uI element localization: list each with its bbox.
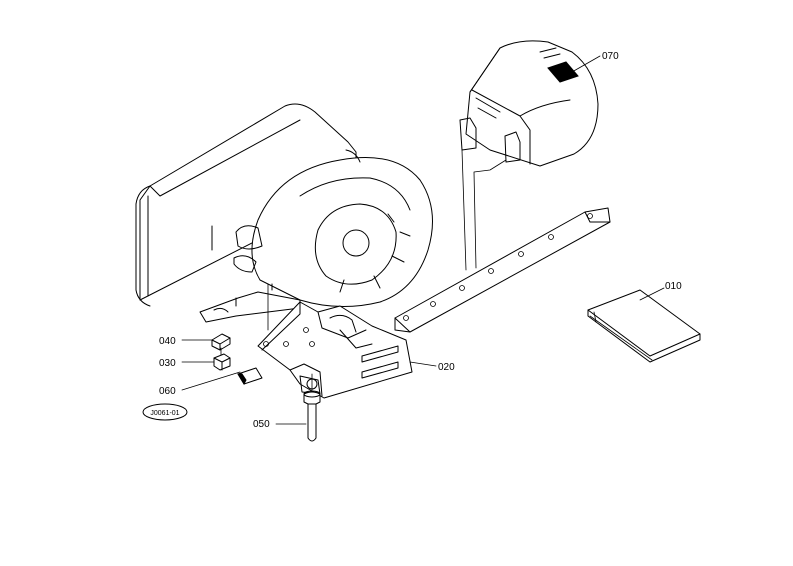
frame-rail [394, 207, 611, 333]
guide-line [461, 149, 467, 271]
part-070-shroud [459, 40, 599, 167]
leader-lines [181, 55, 665, 425]
part-040-bolt [211, 333, 231, 357]
callout-010: 010 [665, 281, 682, 292]
engine-housing [135, 103, 433, 323]
part-020-bracket [257, 301, 413, 399]
callout-040: 040 [159, 336, 176, 347]
part-030-washer [213, 353, 231, 371]
callout-070: 070 [602, 51, 619, 62]
figure-id-text: J0061-01 [150, 410, 179, 417]
callout-030: 030 [159, 358, 176, 369]
part-060-shim [237, 367, 263, 386]
callout-060: 060 [159, 386, 176, 397]
part-050-pin [303, 390, 321, 442]
guide-line [473, 159, 507, 269]
callout-020: 020 [438, 362, 455, 373]
callout-050: 050 [253, 419, 270, 430]
part-010-manual [587, 289, 701, 363]
figure-id-badge: J0061-01 [142, 403, 188, 421]
